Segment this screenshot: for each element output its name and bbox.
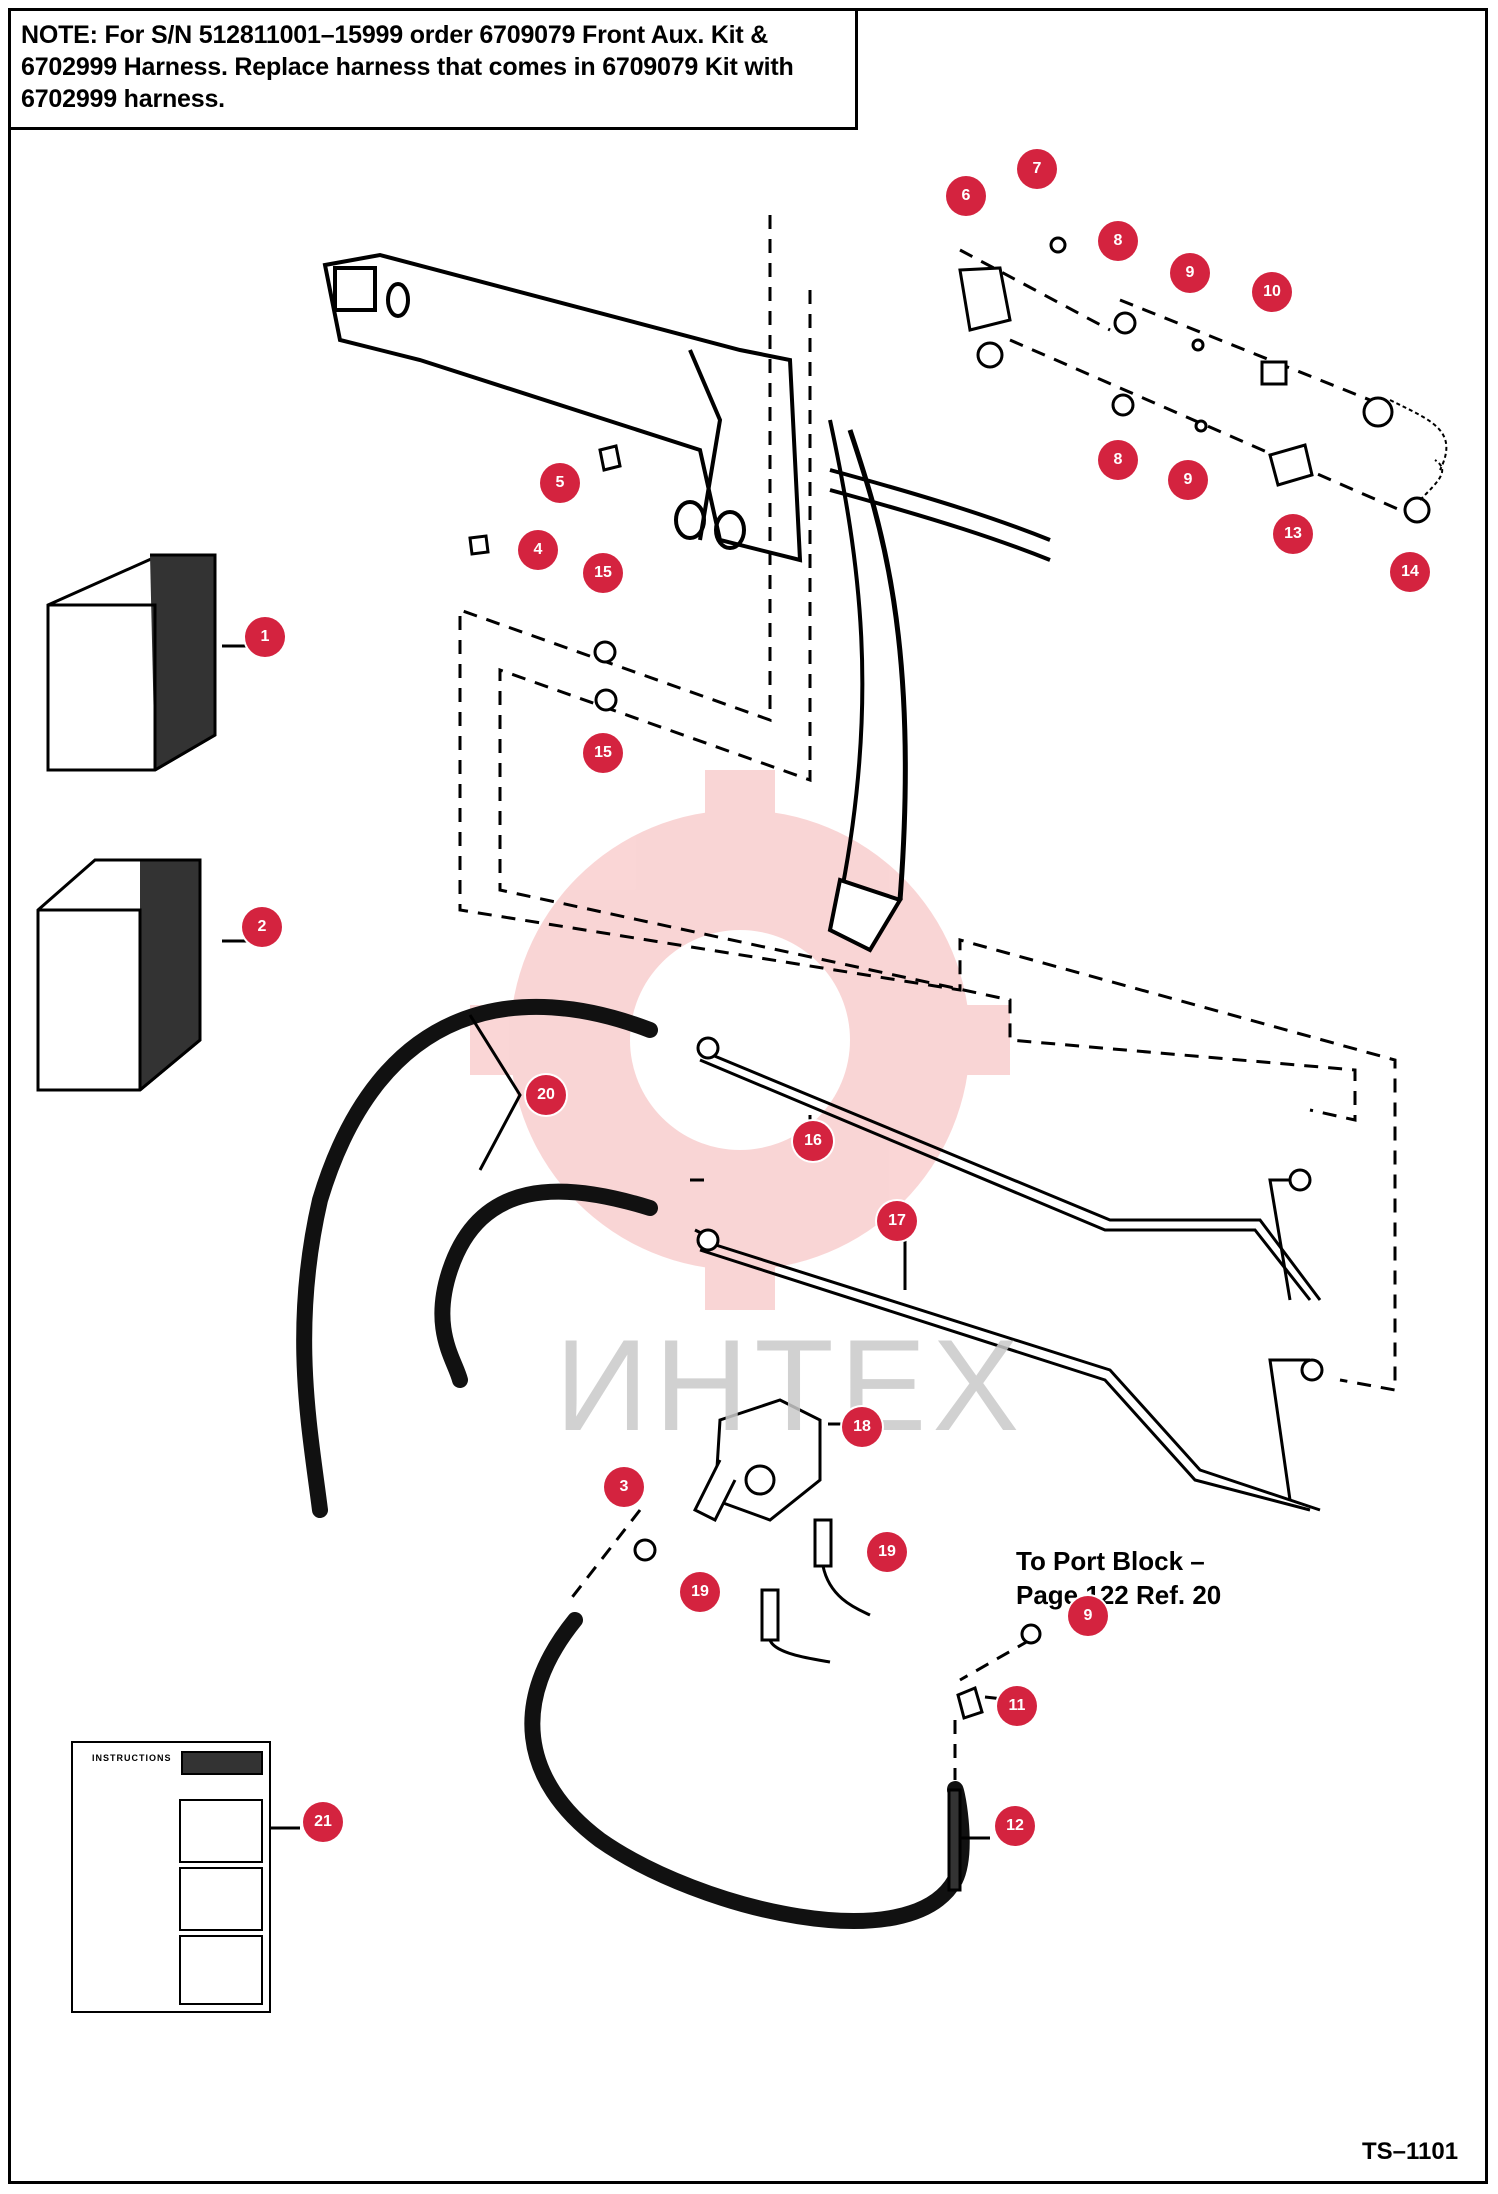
instructions-card — [71, 1741, 271, 2013]
hydraulic-tubes — [696, 1036, 1324, 1512]
callout-2[interactable]: 2 — [242, 907, 282, 947]
callout-9a[interactable]: 9 — [1170, 253, 1210, 293]
note-text: For S/N 512811001–15999 order 6709079 Fr… — [21, 21, 794, 113]
callout-15b[interactable]: 15 — [583, 733, 623, 773]
callout-3[interactable]: 3 — [604, 1467, 644, 1507]
loader-arm — [322, 252, 1051, 953]
relay-2 — [36, 858, 202, 1092]
chain-caps — [1389, 399, 1448, 501]
port-block-label: To Port Block – Page 122 Ref. 20 — [1016, 1544, 1221, 1612]
callout-12[interactable]: 12 — [995, 1806, 1035, 1846]
port-block-line1: To Port Block – — [1016, 1546, 1205, 1576]
callout-21[interactable]: 21 — [303, 1802, 343, 1842]
callout-17[interactable]: 17 — [877, 1201, 917, 1241]
callout-19a[interactable]: 19 — [867, 1532, 907, 1572]
port-block-line2: Page 122 Ref. 20 — [1016, 1580, 1222, 1610]
note-box: NOTE: For S/N 512811001–15999 order 6709… — [8, 8, 858, 130]
callout-1[interactable]: 1 — [245, 617, 285, 657]
callout-8a[interactable]: 8 — [1098, 221, 1138, 261]
callout-13[interactable]: 13 — [1273, 514, 1313, 554]
instructions-card-title: INSTRUCTIONS — [92, 1753, 172, 1763]
relay-1 — [46, 553, 217, 772]
callout-15a[interactable]: 15 — [583, 553, 623, 593]
callout-9c[interactable]: 9 — [1068, 1596, 1108, 1636]
valve-block — [692, 1398, 822, 1523]
sensors — [760, 1518, 871, 1664]
callout-9b[interactable]: 9 — [1168, 460, 1208, 500]
callout-6[interactable]: 6 — [946, 176, 986, 216]
figure-id: TS–1101 — [1362, 2138, 1459, 2165]
dashed-leaders — [458, 215, 1401, 1780]
watermark-text: ИНТЕХ — [555, 1312, 1026, 1458]
callout-leaders — [222, 644, 1013, 1840]
callout-4[interactable]: 4 — [518, 530, 558, 570]
note-label: NOTE: — [21, 21, 98, 49]
callout-14[interactable]: 14 — [1390, 552, 1430, 592]
callout-8b[interactable]: 8 — [1098, 440, 1138, 480]
callout-18[interactable]: 18 — [842, 1407, 882, 1447]
callout-19b[interactable]: 19 — [680, 1572, 720, 1612]
callout-20[interactable]: 20 — [526, 1075, 566, 1115]
callout-10[interactable]: 10 — [1252, 272, 1292, 312]
callout-11[interactable]: 11 — [997, 1686, 1037, 1726]
callout-5[interactable]: 5 — [540, 463, 580, 503]
callout-7[interactable]: 7 — [1017, 149, 1057, 189]
callout-16[interactable]: 16 — [793, 1121, 833, 1161]
small-fittings — [468, 311, 1431, 1892]
watermark-gear-icon — [470, 770, 1010, 1310]
mounting-bracket — [958, 236, 1067, 369]
